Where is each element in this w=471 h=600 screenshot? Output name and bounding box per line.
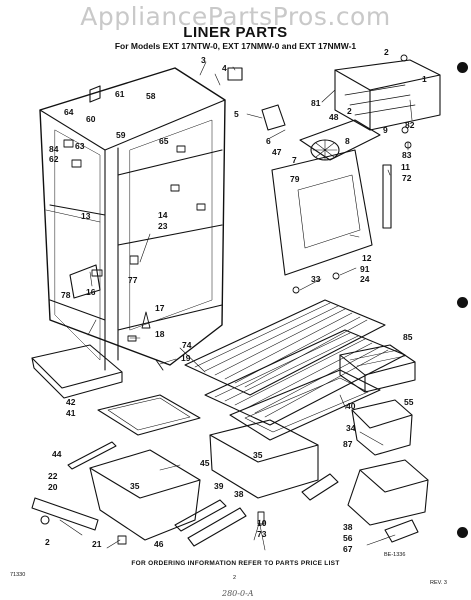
callout-7: 7 bbox=[292, 155, 297, 165]
callout-46: 46 bbox=[154, 539, 164, 549]
callout-42: 42 bbox=[66, 397, 76, 407]
callout-2b: 2 bbox=[347, 106, 352, 116]
callout-6: 6 bbox=[266, 136, 271, 146]
leader-lines bbox=[59, 61, 413, 551]
callout-1: 1 bbox=[422, 74, 427, 84]
handwritten-note: 280-0-A bbox=[222, 589, 254, 598]
callout-45: 45 bbox=[200, 458, 210, 468]
watermark: AppliancePartsPros.com bbox=[80, 2, 391, 31]
callout-19: 19 bbox=[181, 353, 191, 363]
callout-85: 85 bbox=[403, 332, 413, 342]
callout-59: 59 bbox=[116, 130, 126, 140]
callout-48: 48 bbox=[329, 112, 339, 122]
callout-83: 83 bbox=[402, 150, 412, 160]
callout-2c: 2 bbox=[45, 537, 50, 547]
callout-63: 63 bbox=[75, 141, 85, 151]
callout-58: 58 bbox=[146, 91, 156, 101]
callout-33: 33 bbox=[311, 274, 321, 284]
page-subtitle: For Models EXT 17NTW-0, EXT 17NMW-0 and … bbox=[114, 41, 357, 51]
callout-84: 84 bbox=[49, 144, 59, 154]
wire-shelf-lower bbox=[204, 329, 406, 426]
callout-16: 16 bbox=[86, 287, 96, 297]
callout-23: 23 bbox=[158, 221, 168, 231]
callout-17: 17 bbox=[155, 303, 165, 313]
egg-tray bbox=[339, 344, 416, 393]
callout-79: 79 bbox=[290, 174, 300, 184]
callout-5: 5 bbox=[234, 109, 239, 119]
callout-13: 13 bbox=[81, 211, 91, 221]
page-mark: 2 bbox=[233, 575, 237, 581]
callout-87: 87 bbox=[343, 439, 353, 449]
callout-44: 44 bbox=[52, 449, 62, 459]
callout-35b: 35 bbox=[130, 481, 140, 491]
trim-39 bbox=[174, 499, 227, 532]
callout-10: 10 bbox=[257, 518, 267, 528]
ordering-note: FOR ORDERING INFORMATION REFER TO PARTS … bbox=[131, 560, 340, 567]
callout-64: 64 bbox=[64, 107, 74, 117]
callout-55: 55 bbox=[404, 397, 414, 407]
callout-74: 74 bbox=[182, 340, 192, 350]
callout-60: 60 bbox=[86, 114, 96, 124]
callout-12: 12 bbox=[362, 253, 372, 263]
callout-40: 40 bbox=[346, 401, 356, 411]
callout-21: 21 bbox=[92, 539, 102, 549]
callout-35: 35 bbox=[253, 450, 263, 460]
callout-62: 62 bbox=[49, 154, 59, 164]
callout-39: 39 bbox=[214, 481, 224, 491]
drawer-cover bbox=[97, 394, 201, 436]
callout-8: 8 bbox=[345, 136, 350, 146]
door-bin-small bbox=[351, 399, 413, 456]
callout-38c: 38 bbox=[343, 522, 353, 532]
upper-crisper-assembly bbox=[334, 59, 441, 131]
callout-11: 11 bbox=[401, 162, 410, 172]
crisper-drawer-left bbox=[89, 449, 201, 541]
callout-22: 22 bbox=[48, 471, 58, 481]
revision: REV. 3 bbox=[430, 580, 447, 586]
callout-78: 78 bbox=[61, 290, 71, 300]
callout-56: 56 bbox=[343, 533, 353, 543]
page-title: LINER PARTS bbox=[183, 24, 288, 41]
callout-61: 61 bbox=[115, 89, 125, 99]
trim-38b bbox=[301, 473, 339, 501]
callout-4: 4 bbox=[222, 63, 227, 73]
fan-assembly bbox=[227, 67, 381, 161]
callout-20: 20 bbox=[48, 482, 58, 492]
glass-shelf bbox=[229, 369, 381, 441]
hardware bbox=[63, 54, 412, 545]
meat-pan bbox=[31, 344, 123, 399]
wire-shelf-upper bbox=[184, 299, 386, 396]
callout-41: 41 bbox=[66, 408, 76, 418]
crisper-drawer-right bbox=[209, 419, 319, 499]
binder-hole-top bbox=[457, 62, 468, 73]
trim-strip bbox=[382, 164, 392, 229]
callout-82: 82 bbox=[405, 120, 415, 130]
callout-67: 67 bbox=[343, 544, 353, 554]
callout-14: 14 bbox=[158, 210, 168, 220]
binder-hole-bottom bbox=[457, 527, 468, 538]
callout-77: 77 bbox=[128, 275, 138, 285]
callout-47: 47 bbox=[272, 147, 282, 157]
callout-73: 73 bbox=[257, 529, 267, 539]
callout-81: 81 bbox=[311, 98, 321, 108]
callout-3: 3 bbox=[201, 55, 206, 65]
callout-34: 34 bbox=[346, 423, 356, 433]
trim-38 bbox=[187, 507, 247, 547]
figure-code: BE-1336 bbox=[384, 552, 406, 558]
callout-91: 91 bbox=[360, 264, 370, 274]
cabinet-liner bbox=[39, 67, 226, 371]
binder-hole-middle bbox=[457, 297, 468, 308]
callout-9: 9 bbox=[383, 125, 388, 135]
callout-72: 72 bbox=[402, 173, 412, 183]
page-code: 71330 bbox=[10, 572, 26, 578]
trim-44 bbox=[67, 441, 117, 470]
callout-2: 2 bbox=[384, 47, 389, 57]
callout-18: 18 bbox=[155, 329, 165, 339]
rear-panel bbox=[271, 149, 373, 276]
callout-38: 38 bbox=[234, 489, 244, 499]
callout-65: 65 bbox=[159, 136, 169, 146]
callout-24: 24 bbox=[360, 274, 370, 284]
slide-rail bbox=[31, 497, 99, 531]
door-bin-large bbox=[347, 459, 429, 543]
